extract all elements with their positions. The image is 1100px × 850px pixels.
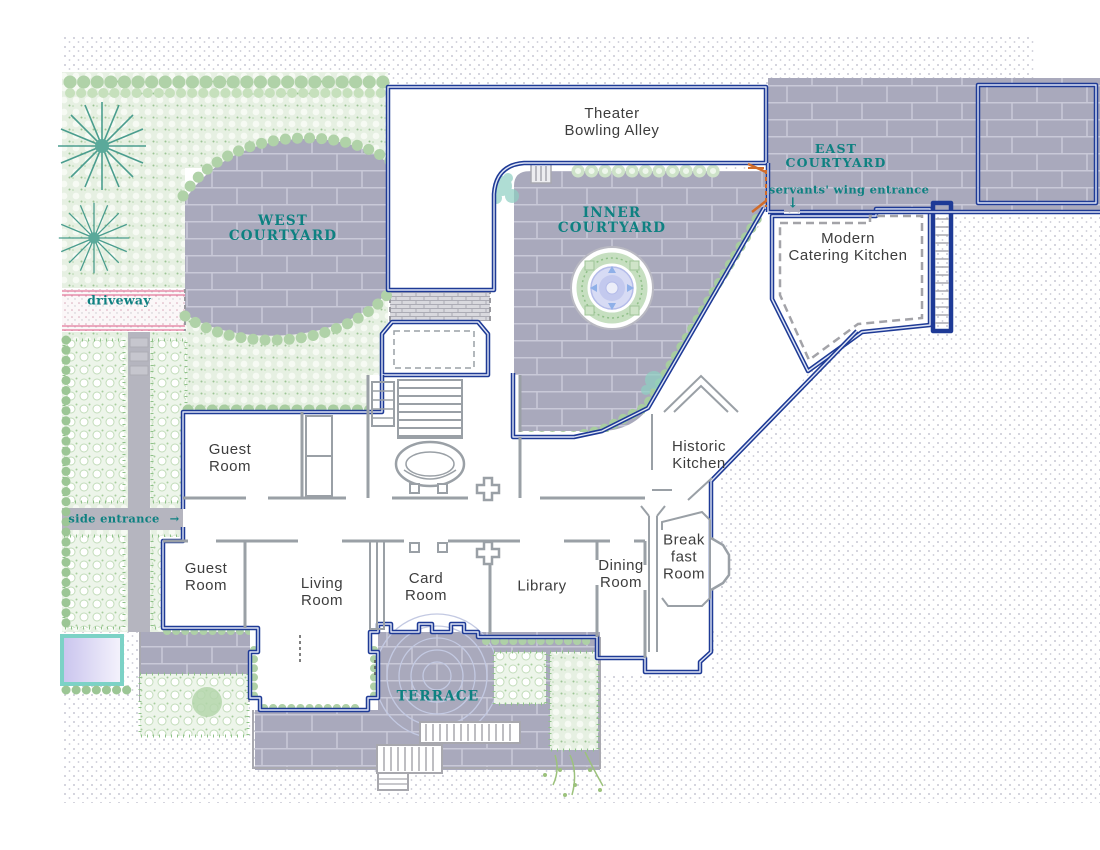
living-room-bay	[250, 628, 378, 710]
terrace-label: TERRACE	[396, 688, 480, 705]
driveway-label: driveway	[87, 292, 151, 308]
living-room-label: Living Room	[300, 575, 344, 609]
card-room-label: Card Room	[404, 570, 448, 604]
colonnade	[530, 163, 733, 184]
estate-boundary	[160, 163, 1100, 713]
servants-wing-entrance-label: servants' wing entrance	[768, 182, 930, 197]
terrace-gardens	[61, 627, 604, 797]
terrace-stairs	[376, 721, 521, 791]
dining-room-label: Dining Room	[598, 557, 644, 591]
historic-kitchen-label: Historic Kitchen	[671, 438, 727, 472]
library-label: Library	[517, 577, 567, 595]
breakfast-room-label: Break fast Room	[662, 531, 706, 583]
interior-walls	[163, 374, 739, 675]
servants-wing-arrow: ↓	[786, 195, 800, 212]
west-courtyard-label: WEST COURTYARD	[228, 213, 338, 244]
theater-label: Theater Bowling Alley	[564, 105, 660, 139]
orange-gate-marks	[747, 162, 767, 213]
pool	[60, 634, 124, 686]
modern-kitchen-label: Modern Catering Kitchen	[788, 230, 908, 264]
side-entrance-label: side entrance→	[68, 511, 180, 526]
east-courtyard-label: EAST COURTYARD	[785, 141, 887, 170]
palm-tree	[58, 102, 146, 274]
guest-room-upper-label: Guest Room	[208, 441, 252, 475]
guest-room-lower-label: Guest Room	[184, 560, 228, 594]
driveway-paving	[62, 289, 186, 331]
east-courtyard-paving	[768, 78, 1100, 212]
breezeway-paving	[389, 289, 491, 321]
garden-paths	[62, 332, 188, 632]
fountain	[570, 246, 654, 330]
theater-building	[385, 84, 769, 293]
garden	[62, 72, 388, 632]
west-courtyard-paving	[185, 138, 388, 336]
east-outbuilding	[975, 82, 1099, 206]
entrance-vestibule	[379, 319, 491, 378]
inner-courtyard-label: INNER COURTYARD	[557, 205, 667, 236]
